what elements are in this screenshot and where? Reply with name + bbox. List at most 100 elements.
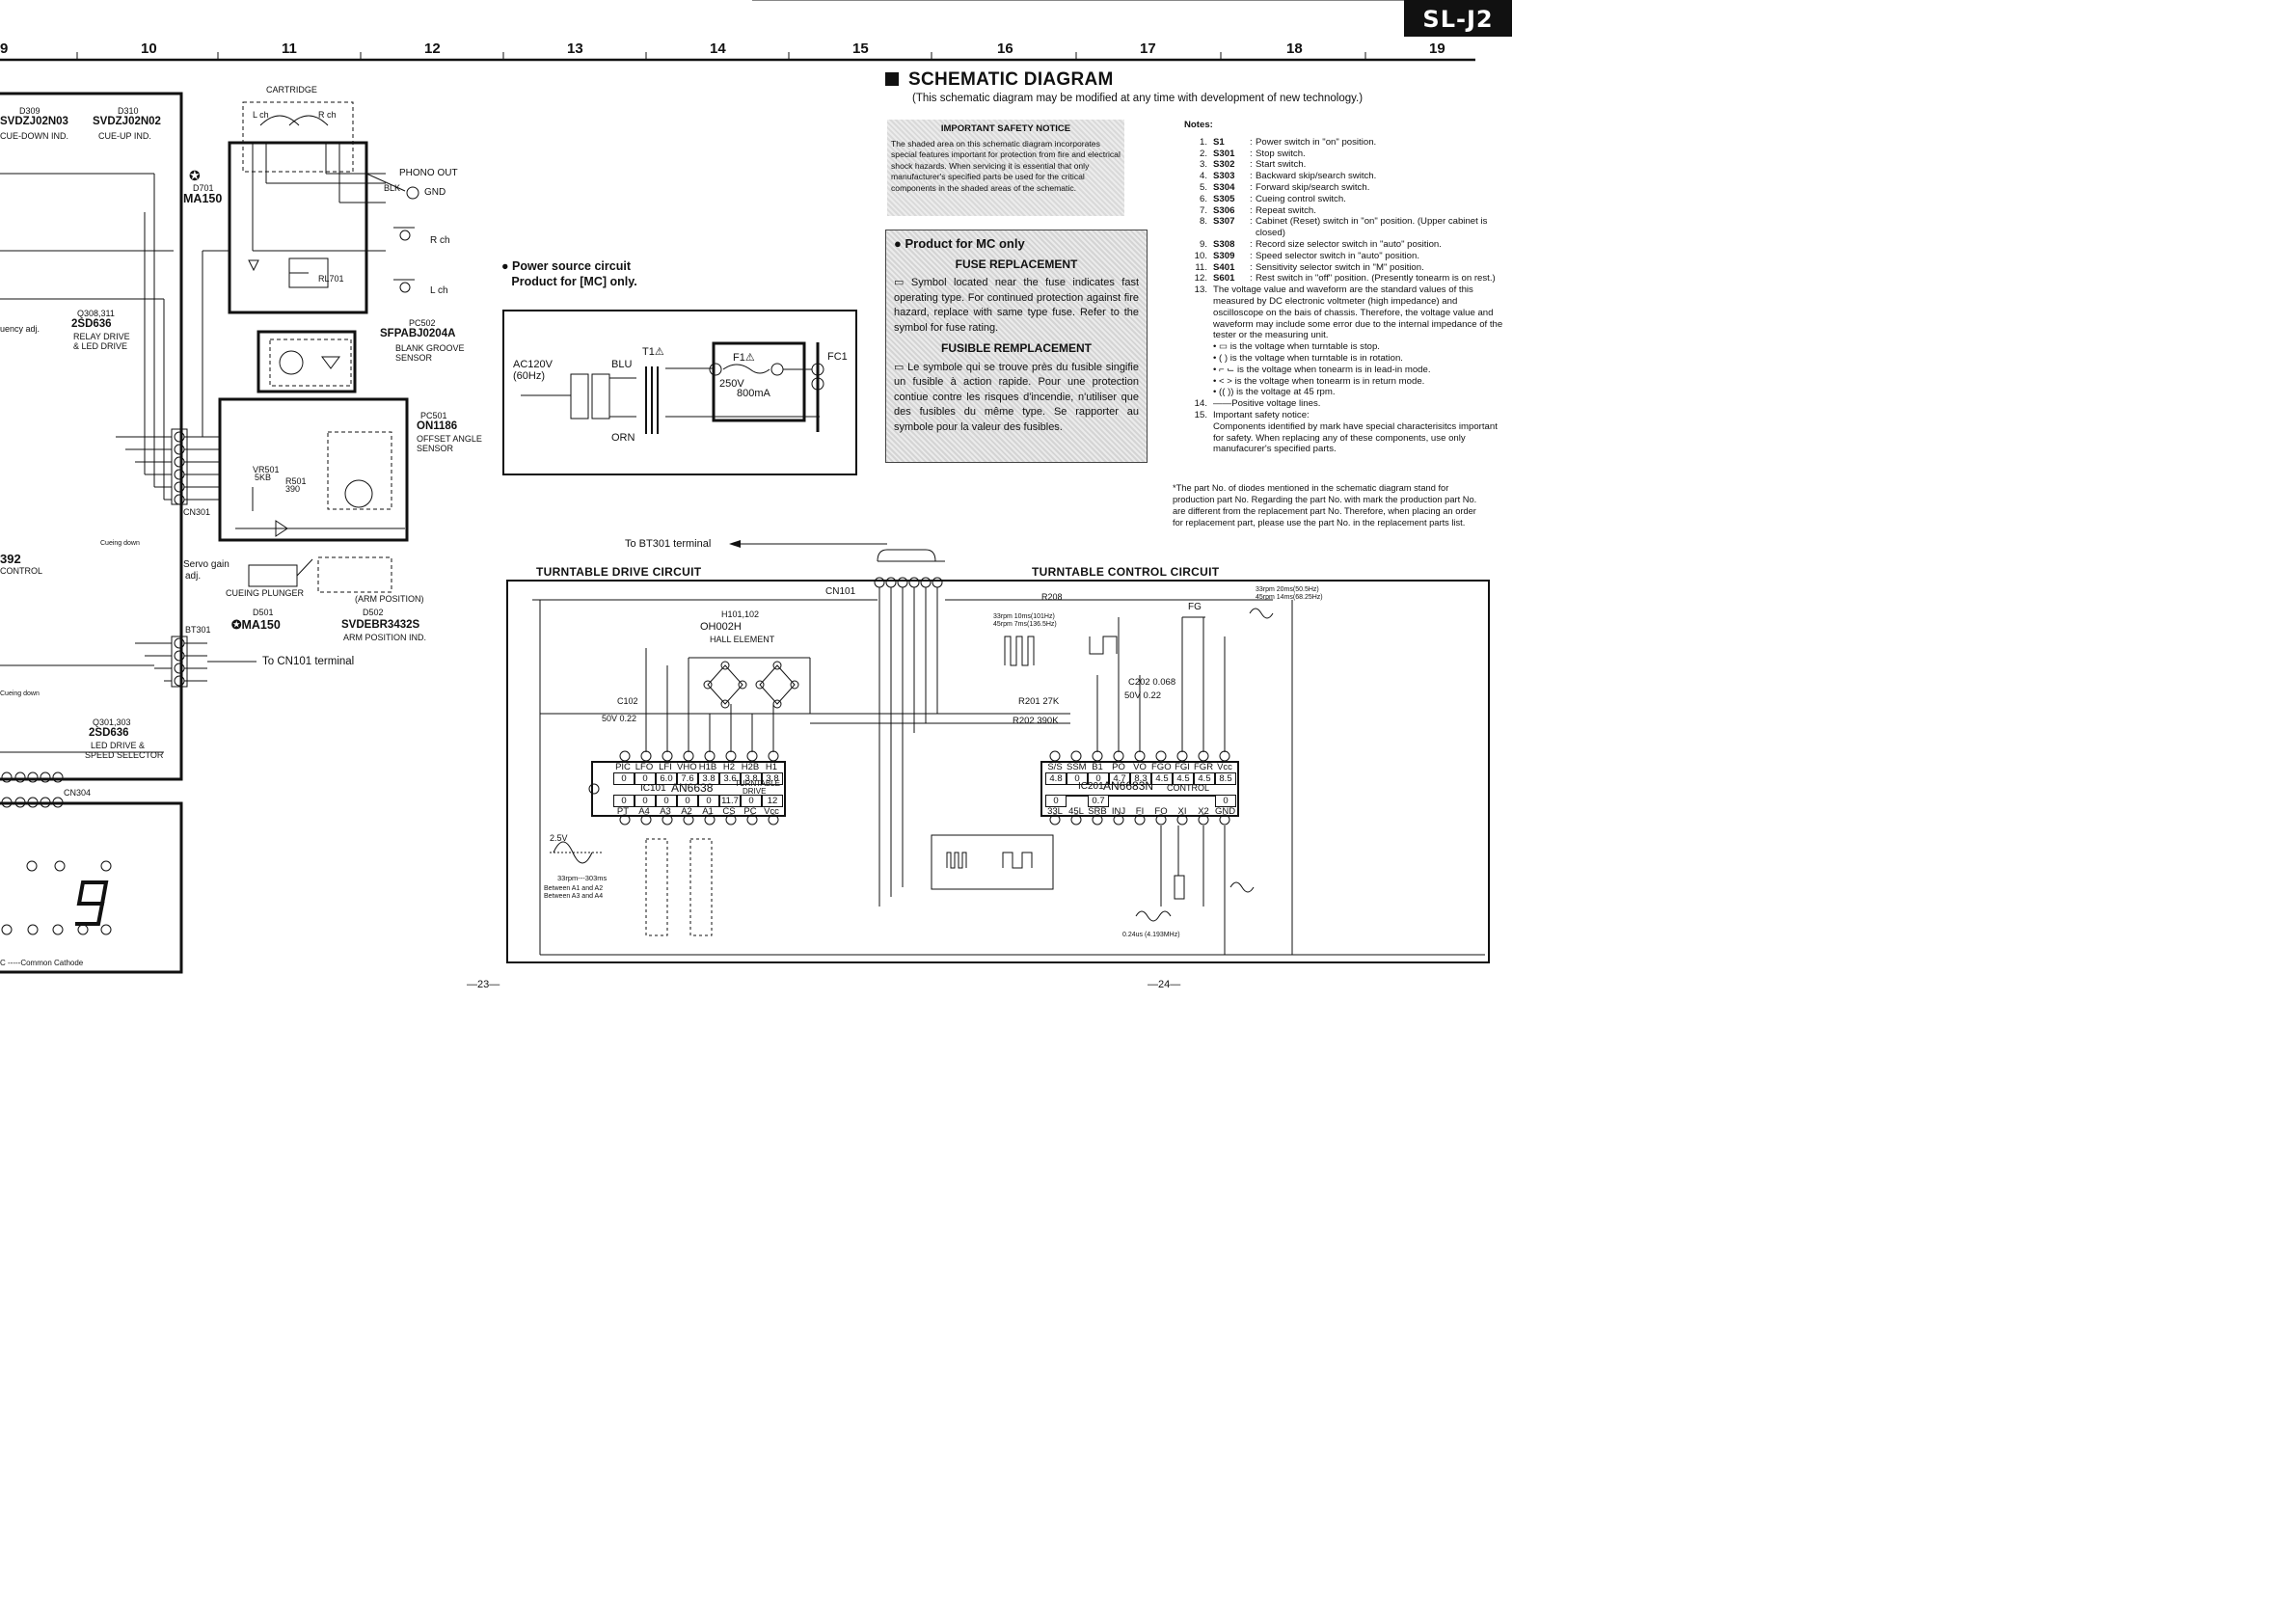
- cartridge-title: CARTRIDGE: [266, 85, 317, 95]
- note-13-sub: • < > is the voltage when tonearm is in …: [1213, 375, 1425, 387]
- rch-out-label: R ch: [430, 235, 450, 246]
- r202-label: R202 390K: [1013, 716, 1059, 726]
- pin-label: FGO: [1151, 762, 1172, 772]
- pin-label: A4: [638, 806, 650, 817]
- pin-label: A3: [660, 806, 671, 817]
- servo-label: Servo gain: [183, 559, 230, 570]
- to-bt301-label: To BT301 terminal: [625, 538, 712, 550]
- c102-value: 50V 0.22: [602, 714, 637, 723]
- pc502-part: SFPABJ0204A: [380, 328, 456, 339]
- cartridge-lch: L ch: [253, 110, 269, 120]
- pin-label: Vcc: [1217, 762, 1232, 772]
- safety-notice-body: The shaded area on this schematic diagra…: [891, 138, 1121, 193]
- q308-sub2: & LED DRIVE: [73, 341, 128, 351]
- star-icon: ✪: [189, 168, 201, 183]
- pin-label: SSM: [1067, 762, 1087, 772]
- model-badge: SL-J2: [1404, 0, 1512, 37]
- star-note: *The part No. of diodes mentioned in the…: [1173, 483, 1477, 528]
- fuse-symbol-icon: ▭: [894, 361, 908, 373]
- fg-timing1-label: 33rpm 20ms(50.5Hz): [1256, 586, 1319, 593]
- cartridge-rch: R ch: [318, 110, 337, 120]
- pin-value: 0: [613, 772, 635, 785]
- schematic-sheet: SL-J2 9 10 11 12 13 14 15 16 17 18 19: [0, 0, 1512, 1061]
- note-15-body: Components identified by mark have speci…: [1213, 420, 1498, 455]
- blk-label: BLK: [384, 183, 401, 193]
- pin-value: 6.0: [656, 772, 677, 785]
- note-item: 7.S306:Repeat switch.: [1199, 204, 1316, 216]
- note-13-sub: • ⌐ ⌙ is the voltage when tonearm is in …: [1213, 364, 1431, 375]
- pin-value: [1194, 795, 1215, 797]
- pin-value: 0: [741, 795, 762, 807]
- q301-part: 2SD636: [89, 727, 129, 739]
- fuse-box-heading: ● Product for MC only: [894, 236, 1025, 251]
- cueing-plunger-label: CUEING PLUNGER: [226, 588, 305, 598]
- page-subtitle: (This schematic diagram may be modified …: [912, 93, 1364, 104]
- note-item: 8.S307:Cabinet (Reset) switch in "on" po…: [1199, 216, 1488, 239]
- d502-label: D502: [363, 608, 384, 617]
- pin-label: SRB: [1088, 806, 1107, 817]
- pin-value: 4.7: [1109, 772, 1130, 785]
- pin-value: 0: [677, 795, 698, 807]
- servo-label2: adj.: [185, 571, 202, 582]
- pin-value: 0: [656, 795, 677, 807]
- safety-triangle-icon: ⚠: [654, 346, 664, 358]
- cn304-label: CN304: [64, 788, 92, 798]
- pin-label: Vcc: [764, 806, 779, 817]
- note-item: 3.S302:Start switch.: [1199, 159, 1307, 171]
- grid-number: 13: [567, 41, 583, 57]
- pin-value: 8.5: [1215, 772, 1236, 785]
- wave-note1: Between A1 and A2: [544, 885, 604, 892]
- ic-392-label: 392: [0, 552, 21, 566]
- r501-label: R501: [285, 476, 307, 486]
- pc501-label: PC501: [420, 411, 447, 420]
- r501-value: 390: [285, 484, 301, 494]
- pin-label: PT: [616, 806, 630, 817]
- r208-label: R208: [1041, 592, 1063, 602]
- pin-value: 4.5: [1151, 772, 1173, 785]
- cueing-down-label: Cueing down: [0, 690, 40, 697]
- d501-part: ✪MA150: [231, 618, 281, 632]
- grid-number: 11: [282, 41, 297, 57]
- grid-number: 19: [1429, 41, 1445, 57]
- grid-number: 17: [1140, 41, 1156, 57]
- pin-label: A2: [681, 806, 692, 817]
- pin-value: 4.8: [1045, 772, 1067, 785]
- page-number-right: —24—: [1148, 979, 1181, 990]
- control-circuit-title: TURNTABLE CONTROL CIRCUIT: [1032, 565, 1220, 579]
- d309-label: D309: [19, 106, 41, 116]
- d310-label: D310: [118, 106, 139, 116]
- t1-label: T1⚠: [642, 346, 664, 358]
- pin-value: 0: [635, 772, 656, 785]
- c102-label: C102: [617, 696, 638, 706]
- notes-panel: Notes: 1.S1:Power switch in "on" positio…: [1184, 120, 1508, 455]
- safety-triangle-icon: ⚠: [744, 352, 755, 364]
- freq-adj-label: uency adj.: [0, 324, 41, 334]
- power-source-label: ● Power source circuit Product for [MC] …: [501, 259, 637, 288]
- note-item: 12.S601:Rest switch in "off" position. (…: [1194, 273, 1496, 284]
- pin-label: X2: [1198, 806, 1209, 817]
- vr501-value: 5KB: [255, 473, 272, 482]
- note-13-sub: • (( )) is the voltage at 45 rpm.: [1213, 387, 1336, 398]
- pin-label: PO: [1112, 762, 1125, 772]
- vr501-label: VR501: [253, 465, 280, 474]
- d310-part: SVDZJ02N02: [93, 116, 161, 127]
- pin-label: INJ: [1111, 806, 1126, 817]
- q301-sub2: SPEED SELECTOR: [85, 750, 164, 760]
- pin-label: CS: [722, 806, 736, 817]
- note-13-sub: • ( ) is the voltage when turntable is i…: [1213, 352, 1403, 364]
- pin-value: 12: [762, 795, 783, 807]
- q301-sub1: LED DRIVE &: [91, 741, 146, 750]
- common-cathode-label: C -----Common Cathode: [0, 959, 84, 967]
- q308-part: 2SD636: [71, 318, 112, 330]
- d310-sub: CUE-UP IND.: [98, 131, 151, 141]
- pin-value: 4.5: [1194, 772, 1215, 785]
- pin-value: 3.8: [762, 772, 783, 785]
- pin-value: 0: [1215, 795, 1236, 807]
- hall-label: H101,102: [721, 609, 760, 619]
- orn-label: ORN: [611, 432, 635, 444]
- ic201-label: IC201: [1078, 781, 1104, 792]
- cn301-label: CN301: [183, 507, 211, 517]
- c202-value: 50V 0.22: [1124, 690, 1162, 701]
